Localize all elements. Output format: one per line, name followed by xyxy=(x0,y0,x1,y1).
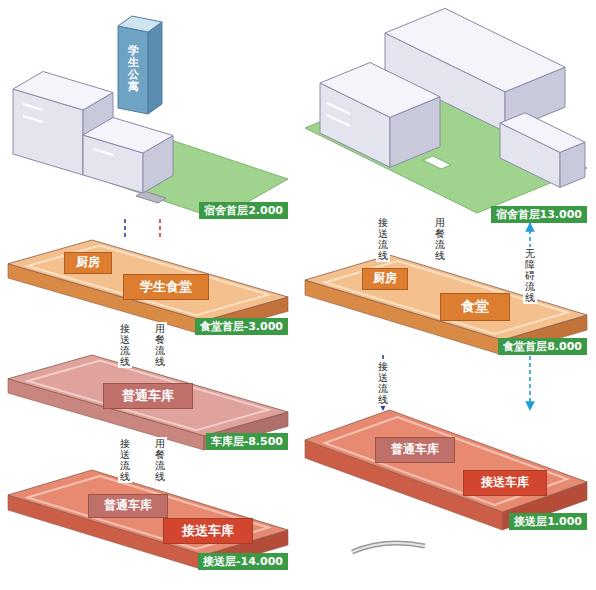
room-name: 食堂 xyxy=(461,299,489,314)
base-bar xyxy=(136,191,166,203)
level-tag: 食堂首层-3.000 xyxy=(195,318,288,335)
slab-top xyxy=(8,470,288,555)
dorm-block xyxy=(500,113,585,188)
room-box: 普通车库 xyxy=(88,494,168,518)
room-box: 学生食堂 xyxy=(123,274,209,300)
room-name: 学生食堂 xyxy=(140,280,192,294)
level-elevation: 宿舍首层13.000 xyxy=(491,206,587,223)
flow-label: 用餐流线 xyxy=(433,216,447,262)
flow-label: 接送流线 xyxy=(376,360,390,406)
level-slab: 接送层-14.000 普通车库接送车库 xyxy=(8,470,288,570)
flow-label: 用餐流线 xyxy=(153,322,167,368)
room-box: 食堂 xyxy=(440,293,510,321)
ground-plane xyxy=(68,129,288,219)
level-elevation: 接送层1.000 xyxy=(509,513,587,530)
room-name: 厨房 xyxy=(373,272,397,285)
slab-wall-rim xyxy=(28,246,269,315)
block-face xyxy=(13,72,113,111)
tower-face xyxy=(118,26,148,114)
level-tag: 车库层-8.500 xyxy=(206,433,288,450)
flow-name: 接送流线 xyxy=(118,437,132,483)
window-line xyxy=(93,149,113,155)
block-face xyxy=(83,118,173,154)
room-box: 接送车库 xyxy=(163,518,253,544)
flow-name: 接送流线 xyxy=(118,322,132,368)
block-face xyxy=(320,63,440,118)
level-slab: 食堂首层8.000 厨房食堂 xyxy=(305,255,587,355)
block-face xyxy=(500,113,585,153)
flow-name: 用餐流线 xyxy=(153,322,167,368)
level-slab: 宿舍首层13.000 xyxy=(305,8,587,223)
slab-wall-rim xyxy=(28,361,269,430)
curved-path xyxy=(352,543,425,552)
flow-label: 接送流线 xyxy=(118,437,132,483)
level-elevation: 接送层-14.000 xyxy=(198,553,288,570)
level-tag: 宿舍首层2.000 xyxy=(199,202,288,219)
tower-face xyxy=(148,22,162,114)
dorm-block xyxy=(320,63,440,168)
room-box: 普通车库 xyxy=(375,437,455,463)
slab-top xyxy=(8,355,288,436)
tower-outline xyxy=(118,14,162,114)
level-elevation: 食堂首层8.000 xyxy=(498,338,587,355)
tower-box: 学生公寓 xyxy=(118,14,162,114)
slab-wall-rim xyxy=(325,417,568,505)
room-name: 接送车库 xyxy=(182,524,234,538)
flow-name: 无障碍流线 xyxy=(523,247,537,304)
level-tag: 宿舍首层13.000 xyxy=(491,206,587,223)
site-curve xyxy=(352,543,425,552)
level-slab: 接送层1.000 普通车库接送车库 xyxy=(305,410,587,530)
level-elevation: 宿舍首层2.000 xyxy=(199,202,288,219)
window-line xyxy=(23,116,43,122)
level-slab: 食堂首层-3.000 厨房学生食堂 xyxy=(8,240,288,335)
dorm-block xyxy=(83,118,173,194)
flow-name: 接送流线 xyxy=(376,216,390,262)
room-name: 接送车库 xyxy=(481,476,529,489)
flow-label: 无障碍流线 xyxy=(523,247,537,304)
room-name: 普通车库 xyxy=(104,499,152,512)
level-slab: 车库层-8.500 普通车库 xyxy=(8,355,288,450)
flow-line xyxy=(124,219,126,240)
flow-label: 用餐流线 xyxy=(153,437,167,483)
slab-top xyxy=(8,240,288,321)
flow-label: 接送流线 xyxy=(376,216,390,262)
block-face xyxy=(385,8,565,91)
slab-wall-rim xyxy=(28,476,269,549)
window-line xyxy=(327,115,350,126)
room-box: 厨房 xyxy=(64,252,112,274)
flow-name: 用餐流线 xyxy=(433,216,447,262)
level-tag: 食堂首层8.000 xyxy=(498,338,587,355)
room-box: 厨房 xyxy=(362,268,408,290)
tower-face xyxy=(118,16,162,32)
window-line xyxy=(23,104,43,110)
flow-name: 用餐流线 xyxy=(153,437,167,483)
room-name: 普通车库 xyxy=(391,443,439,456)
dorm-illustration xyxy=(305,8,587,223)
level-elevation: 食堂首层-3.000 xyxy=(195,318,288,335)
window-line xyxy=(327,103,350,114)
flow-label: 接送流线 xyxy=(118,322,132,368)
room-name: 普通车库 xyxy=(122,389,174,403)
level-tag: 接送层1.000 xyxy=(509,513,587,530)
slab-top xyxy=(305,410,587,512)
curved-path-inner xyxy=(352,543,425,552)
room-name: 厨房 xyxy=(76,256,100,269)
level-slab: 宿舍首层2.000 学生公寓 xyxy=(8,4,288,219)
building-name: 学生公寓 xyxy=(128,45,139,93)
flow-name: 接送流线 xyxy=(376,360,390,406)
level-tag: 接送层-14.000 xyxy=(198,553,288,570)
ground-opening xyxy=(423,156,451,169)
room-box: 普通车库 xyxy=(103,383,193,409)
flow-line xyxy=(159,219,161,240)
level-elevation: 车库层-8.500 xyxy=(206,433,288,450)
slab-top xyxy=(305,255,587,340)
room-box: 接送车库 xyxy=(463,470,547,496)
